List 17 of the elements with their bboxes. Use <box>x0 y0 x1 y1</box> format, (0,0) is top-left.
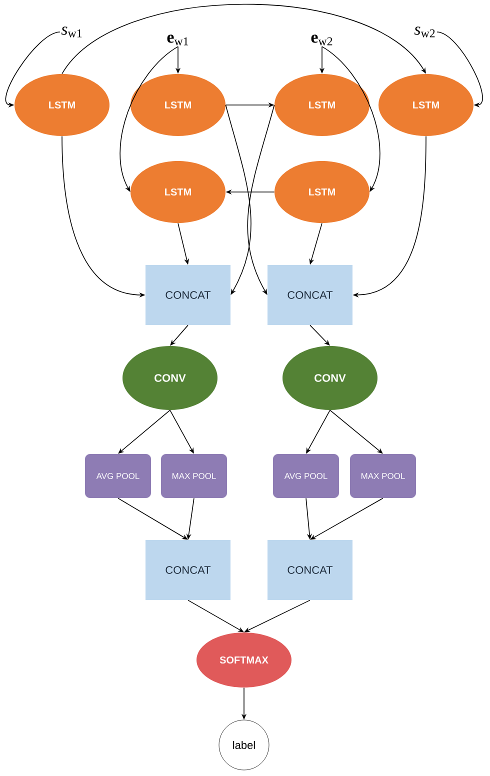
variable-label: s$_{w2}$ <box>414 26 435 38</box>
arrow <box>62 4 426 74</box>
pool-box: MAX POOL <box>161 454 227 498</box>
pool-box: MAX POOL <box>350 454 416 498</box>
variable-label: s$_{w1}$ <box>61 26 82 38</box>
concat-box: CONCAT <box>268 540 352 600</box>
concat-box: CONCAT <box>268 265 352 325</box>
concat-box: CONCAT <box>146 540 230 600</box>
pool-box: AVG POOL <box>273 454 339 498</box>
arrow <box>118 498 188 540</box>
arrow <box>436 32 483 108</box>
variable-label: e$_{w1}$ <box>167 34 188 46</box>
pool-box: AVG POOL <box>85 454 151 498</box>
concat-box: CONCAT <box>146 265 230 325</box>
variable-label: e$_{w2}$ <box>311 34 332 46</box>
arrow <box>118 410 170 454</box>
arrow <box>330 410 383 454</box>
